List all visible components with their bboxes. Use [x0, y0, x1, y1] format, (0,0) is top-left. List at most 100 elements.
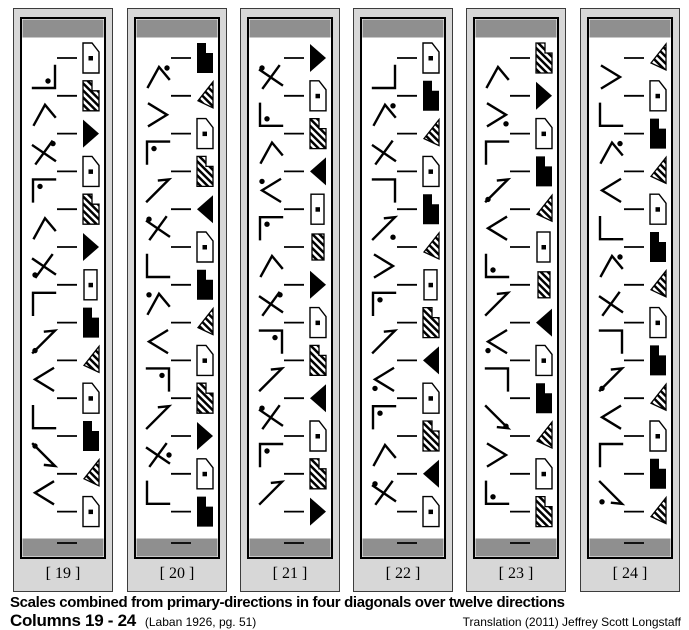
level-sign-hatched-triangle-icon	[649, 155, 667, 185]
level-sign-black-step-icon	[197, 496, 213, 527]
level-sign-white-pentagon-dot-icon	[649, 306, 667, 339]
level-sign-hatched-triangle-icon	[649, 495, 667, 525]
direction-cross-sign-icon	[31, 139, 57, 166]
column-label: [ 21 ]	[273, 565, 308, 582]
direction-corner-sign-icon	[598, 329, 624, 354]
direction-corner-sign-icon	[31, 405, 57, 430]
direction-check-sign-icon	[259, 253, 284, 278]
direction-check-sign-icon	[599, 140, 624, 165]
level-sign-hatched-step-icon	[309, 344, 327, 377]
level-sign-black-step-icon	[650, 232, 666, 262]
direction-arrow-sign-icon	[31, 329, 59, 355]
column-label: [ 22 ]	[386, 565, 421, 582]
level-sign-hatched-triangle-icon	[196, 306, 214, 336]
direction-cross-sign-icon	[371, 139, 397, 166]
notation-column-19: [ 19 ]	[13, 8, 113, 592]
level-sign-black-triangle-right-icon	[197, 422, 213, 450]
direction-corner-sign-icon	[598, 102, 624, 127]
direction-check-sign-icon	[32, 102, 57, 127]
caption-line2: Columns 19 - 24 (Laban 1926, pg. 51) Tra…	[10, 611, 681, 630]
direction-angle-sign-icon	[599, 177, 622, 204]
direction-cross-sign-icon	[145, 442, 172, 468]
direction-corner-sign-icon	[31, 178, 57, 203]
column-label: [ 19 ]	[46, 565, 81, 582]
level-sign-white-pentagon-dot-icon	[82, 155, 100, 188]
level-sign-black-step-icon	[650, 345, 666, 376]
figure-caption: Scales combined from primary-directions …	[10, 594, 681, 630]
level-sign-black-triangle-right-icon	[83, 233, 99, 261]
level-sign-white-pentagon-dot-icon	[82, 42, 100, 74]
level-sign-black-triangle-left-icon	[423, 346, 439, 375]
direction-arrow-sign-icon	[371, 329, 399, 355]
direction-angle-sign-icon	[485, 215, 508, 241]
direction-corner-sign-icon	[484, 480, 510, 505]
direction-cross-sign-icon	[145, 215, 171, 241]
direction-check-sign-icon	[32, 216, 57, 240]
level-sign-white-pentagon-dot-icon	[649, 80, 667, 112]
level-sign-hatched-step-icon	[196, 382, 214, 414]
caption-citation: (Laban 1926, pg. 51)	[144, 615, 257, 629]
level-sign-hatched-step-icon	[422, 306, 440, 339]
direction-corner-sign-icon	[371, 405, 397, 430]
level-sign-white-rect-dot-icon	[536, 231, 551, 263]
direction-fork-sign-icon	[147, 102, 170, 128]
level-sign-white-pentagon-dot-icon	[196, 117, 214, 150]
level-sign-hatched-step-icon	[422, 420, 440, 452]
caption-credit: Translation (2011) Jeffrey Scott Longsta…	[462, 615, 681, 629]
direction-corner-sign-icon	[258, 216, 284, 241]
level-sign-white-pentagon-dot-icon	[422, 155, 440, 188]
direction-corner-sign-icon	[484, 140, 510, 165]
level-sign-hatched-step-icon	[309, 458, 327, 490]
level-sign-white-pentagon-dot-icon	[309, 420, 327, 452]
direction-corner-sign-icon	[145, 480, 171, 505]
level-sign-white-rect-dot-icon	[310, 193, 325, 225]
direction-arrow-sign-icon	[598, 480, 626, 506]
direction-check-sign-icon	[146, 64, 171, 89]
level-sign-black-triangle-left-icon	[536, 308, 552, 337]
direction-corner-sign-icon	[31, 64, 57, 90]
direction-angle-sign-icon	[259, 177, 282, 204]
direction-corner-sign-icon	[371, 64, 397, 90]
caption-columns-range: Columns 19 - 24	[10, 611, 136, 630]
notation-column-24: [ 24 ]	[580, 8, 680, 592]
direction-arrow-sign-icon	[484, 404, 512, 430]
direction-cross-sign-icon	[258, 291, 284, 317]
level-sign-hatched-triangle-icon	[649, 382, 667, 412]
direction-corner-sign-icon	[31, 291, 57, 316]
direction-check-sign-icon	[599, 253, 624, 278]
level-sign-white-pentagon-dot-icon	[422, 42, 440, 74]
notation-column-20: [ 20 ]	[127, 8, 227, 592]
direction-check-sign-icon	[372, 102, 397, 127]
direction-corner-sign-icon	[371, 178, 397, 203]
level-sign-black-step-icon	[536, 156, 552, 187]
direction-cross-sign-icon	[31, 253, 57, 279]
direction-angle-sign-icon	[146, 328, 169, 355]
direction-corner-sign-icon	[145, 253, 171, 279]
direction-corner-sign-icon	[484, 253, 510, 279]
level-sign-black-triangle-left-icon	[197, 195, 213, 224]
level-sign-hatched-triangle-icon	[535, 193, 553, 223]
level-sign-black-step-icon	[83, 307, 99, 338]
direction-cross-sign-icon	[598, 291, 624, 317]
direction-fork-sign-icon	[486, 102, 509, 128]
direction-angle-sign-icon	[32, 480, 55, 506]
level-sign-white-pentagon-dot-icon	[649, 420, 667, 452]
level-sign-white-pentagon-dot-icon	[422, 495, 440, 528]
direction-fork-sign-icon	[486, 442, 509, 468]
direction-cross-sign-icon	[258, 64, 284, 90]
level-sign-hatched-triangle-icon	[196, 79, 214, 109]
direction-corner-sign-icon	[598, 442, 624, 468]
direction-angle-sign-icon	[32, 366, 55, 393]
direction-arrow-sign-icon	[258, 480, 286, 506]
direction-arrow-sign-icon	[258, 366, 286, 393]
direction-corner-sign-icon	[258, 329, 284, 354]
direction-arrow-sign-icon	[145, 177, 173, 204]
direction-check-sign-icon	[259, 140, 284, 165]
notation-column-23: [ 23 ]	[466, 8, 566, 592]
direction-check-sign-icon	[146, 291, 171, 316]
level-sign-hatched-rect-icon	[537, 271, 551, 299]
level-sign-white-pentagon-dot-icon	[422, 382, 440, 414]
level-sign-hatched-triangle-icon	[649, 268, 667, 298]
level-sign-black-step-icon	[650, 118, 666, 149]
level-sign-black-step-icon	[423, 194, 439, 225]
